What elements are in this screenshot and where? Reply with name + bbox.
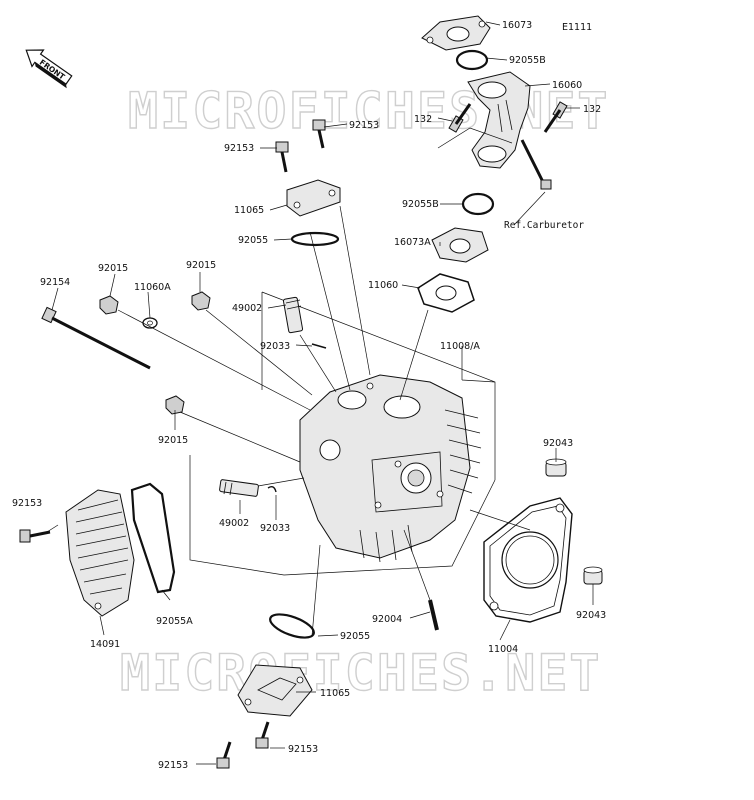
label-92153-bot-left: 92153 [158, 760, 188, 771]
clip-92033-top [311, 343, 327, 349]
label-92043-top: 92043 [543, 438, 573, 449]
nut-92015-c [165, 395, 185, 415]
label-92055-bot: 92055 [340, 631, 370, 642]
o-ring-92055b-top [455, 49, 489, 71]
label-92004: 92004 [372, 614, 402, 625]
label-92055a: 92055A [156, 616, 193, 627]
label-14091: 14091 [90, 639, 120, 650]
diagram-code: E1111 [562, 22, 592, 33]
label-49002-top: 49002 [232, 303, 262, 314]
label-132-left: 132 [414, 114, 432, 125]
stud-92004 [428, 599, 439, 631]
side-cover-14091 [65, 489, 135, 617]
label-92015-b: 92015 [186, 260, 216, 271]
label-11008a: 11008/A [440, 341, 480, 352]
front-arrow-icon: FRONT [25, 49, 73, 89]
label-92154: 92154 [40, 277, 70, 288]
bolt-132-right [543, 101, 568, 133]
leader-lines [46, 21, 594, 765]
nut-92015-b [191, 291, 211, 311]
watermark-top: MICROFICHES.NET [128, 82, 610, 140]
label-16073a: 16073A [394, 237, 431, 248]
label-92043-bot: 92043 [576, 610, 606, 621]
valve-cap-11065-top [286, 179, 341, 217]
label-92153-bot-right: 92153 [288, 744, 318, 755]
gasket-11060 [417, 273, 475, 313]
label-92033-bot: 92033 [260, 523, 290, 534]
flange-16073a [431, 227, 489, 263]
o-ring-92055-bot [269, 613, 315, 639]
gasket-92055a [130, 482, 176, 594]
intake-flange-16073 [421, 15, 491, 51]
label-92153-left: 92153 [12, 498, 42, 509]
label-92055b-mid: 92055B [402, 199, 439, 210]
label-92015-c: 92015 [158, 435, 188, 446]
clip-92033-bot [267, 485, 277, 493]
valve-guide-49002-top [282, 296, 304, 334]
reference-carburetor: Ref.Carburetor [504, 220, 584, 231]
label-11065-bot: 11065 [320, 688, 350, 699]
o-ring-92055b-mid [461, 192, 495, 216]
head-gasket-11004 [483, 497, 573, 623]
label-11065-top: 11065 [234, 205, 264, 216]
o-ring-92055-top [290, 231, 340, 247]
bolt-92153-bot-left [216, 741, 232, 769]
bolt-92153-top-mid [312, 119, 326, 149]
intake-pipe-16060 [467, 71, 531, 169]
bolt-132-left [448, 103, 472, 133]
dowel-92043-bot [583, 566, 603, 585]
nut-92015-a [99, 295, 119, 315]
stud-bolt-92154 [41, 306, 151, 370]
stud-intake [520, 139, 552, 190]
bolt-92153-bot-right [255, 721, 270, 749]
cylinder-head-11008a [299, 374, 482, 563]
label-92055-top: 92055 [238, 235, 268, 246]
label-92153-top-left: 92153 [224, 143, 254, 154]
label-16060: 16060 [552, 80, 582, 91]
label-11004: 11004 [488, 644, 518, 655]
label-92015-a: 92015 [98, 263, 128, 274]
bolt-92153-top-left [275, 141, 289, 173]
watermark-bottom: MICROFICHES.NET [120, 644, 602, 702]
label-16073: 16073 [502, 20, 532, 31]
label-11060a: 11060A [134, 282, 171, 293]
label-49002-bot: 49002 [219, 518, 249, 529]
bolt-92153-left [19, 529, 51, 543]
label-132-right: 132 [583, 104, 601, 115]
label-92033-top: 92033 [260, 341, 290, 352]
valve-cap-11065-bot [237, 664, 313, 717]
label-92153-top-mid: 92153 [349, 120, 379, 131]
label-92055b-top: 92055B [509, 55, 546, 66]
label-11060: 11060 [368, 280, 398, 291]
valve-guide-49002-bot [219, 479, 259, 497]
